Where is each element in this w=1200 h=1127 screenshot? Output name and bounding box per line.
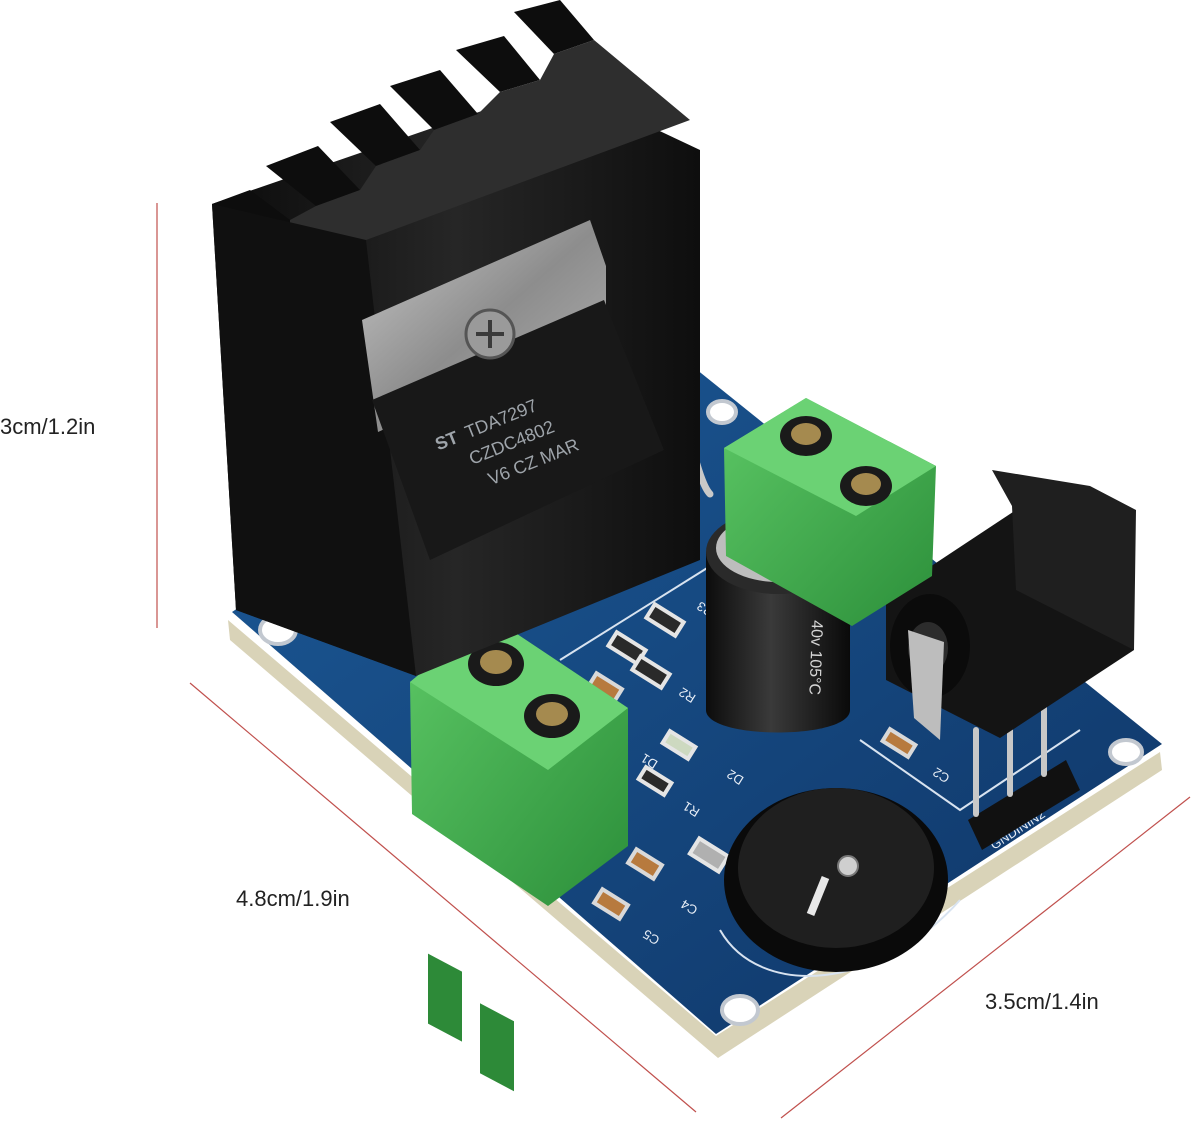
mounting-holes: [258, 399, 1144, 1026]
smd-capacitor: [879, 726, 919, 760]
potentiometer-face[interactable]: [738, 788, 934, 948]
label-c2: C2: [930, 765, 952, 787]
capacitor-marking: 40v 105°C: [805, 620, 825, 695]
smd-capacitor: [591, 886, 631, 922]
mounting-hole: [720, 994, 760, 1026]
width-dimension-label: 3.5cm/1.4in: [985, 989, 1099, 1014]
length-dimension-label: 4.8cm/1.9in: [236, 886, 350, 911]
smd-components: [585, 601, 919, 922]
smd-resistor: [643, 601, 687, 639]
potentiometer[interactable]: [724, 788, 948, 972]
mounting-hole: [706, 399, 738, 425]
label-r2: R2: [676, 685, 698, 707]
amplifier-ic: ST TDA7297 CZDC4802 V6 CZ MAR: [362, 220, 664, 560]
dc-jack[interactable]: [886, 470, 1136, 740]
smd-resistor: [635, 764, 675, 798]
label-c5: C5: [640, 927, 662, 949]
label-r1: R1: [680, 799, 702, 821]
width-dimension-line: [780, 796, 1191, 1119]
smd-capacitor: [687, 835, 731, 875]
ic-body: [372, 300, 664, 560]
smd-resistor: [629, 653, 673, 691]
height-dimension-label: 3cm/1.2in: [0, 414, 96, 439]
screw-terminal-input[interactable]: [724, 398, 936, 626]
dimension-lines: [156, 203, 1191, 1119]
label-d2: D2: [724, 767, 746, 789]
potentiometer-shaft: [837, 855, 859, 877]
label-c4: C4: [678, 897, 700, 919]
label-d1: D1: [638, 751, 660, 773]
screw-terminal-output[interactable]: [410, 616, 628, 1092]
smd-capacitor: [625, 846, 665, 882]
smd-led: [659, 728, 699, 762]
potentiometer-slot: [806, 875, 830, 917]
mounting-hole: [1108, 738, 1144, 766]
length-dimension-line: [189, 682, 697, 1113]
